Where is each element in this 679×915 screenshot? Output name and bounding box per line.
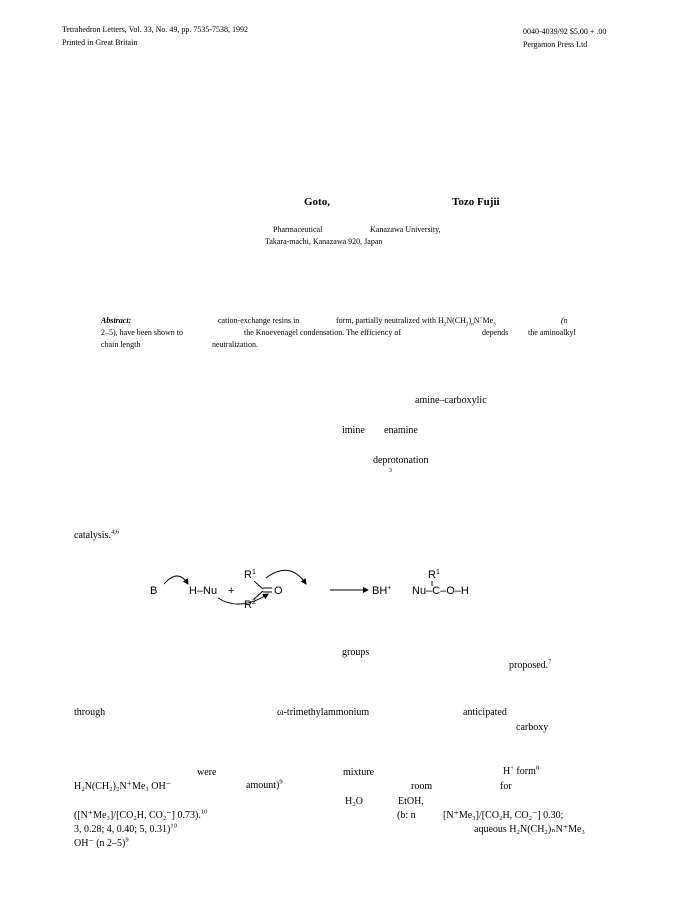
curved-arrow-base [163,575,189,585]
affiliation-univ: Kanazawa University, [370,225,441,234]
curved-arrow-carbonyl [265,569,307,585]
abstract-line2-a: 2–5), have been shown to [101,328,183,337]
text-deprotonation: deprotonation [373,455,429,466]
reaction-scheme: B H–Nu + R1 R2 O BH+ R1 Nu–C–O–H [150,569,469,611]
scheme-product-r1: R1 [428,569,440,581]
article-code: 0040-4039/92 $5.00 + .00 [523,27,607,36]
scheme-plus: + [228,585,234,597]
text-ratio-b: [N⁺Me₃]/[CO₂H, CO₂⁻] 0.30; [443,810,564,821]
text-h2o: H₂O [345,796,363,807]
text-enamine: enamine [384,425,418,436]
affiliation-address: Takara-machi, Kanazawa 920, Japan [265,237,383,246]
text-amount: amount)9 [246,778,283,791]
abstract-line1-b: form, partially neutralized with H2N(CH2… [336,315,496,328]
abstract-line3-a: chain length [101,340,141,349]
scheme-r1: R1 [244,569,256,581]
scheme-bh: BH+ [372,585,391,597]
abstract-label: Abstract: [101,316,132,325]
text-mixture: mixture [343,767,375,778]
publisher: Pergamon Press Ltd [523,40,588,49]
text-ratio-values: 3, 0.28; 4, 0.40; 5, 0.31)10 [74,822,177,835]
printed-line: Printed in Great Britain [62,38,138,47]
text-etoh: EtOH, [398,796,424,807]
ref-3: 3 [389,468,392,474]
scheme-r2: R2 [244,599,256,611]
scheme-oxygen: O [274,585,283,597]
curved-arrow-nu [217,593,269,605]
journal-citation: Tetrahedron Letters, Vol. 33, No. 49, pp… [62,25,249,34]
abstract-line2-c: depends [482,328,509,337]
abstract-line1-n: (n [561,316,568,325]
bond-r2-c [253,590,264,600]
text-for: for [500,781,512,792]
affiliation-dept: Pharmaceutical [273,225,323,234]
abstract-line1-a: cation-exchange resins in [218,316,300,325]
author-fujii: Tozo Fujii [452,196,500,208]
abstract-line2-b: the Knoevenagel condensation. The effici… [244,328,401,337]
abstract-line2-d: the aminoalkyl [528,328,576,337]
scheme-nucleophile: H–Nu [189,585,217,597]
text-catalysis: catalysis.4,6 [74,528,120,541]
text-anticipated: anticipated [463,707,507,718]
text-h-form: H+ form8 [503,764,540,777]
text-ratio-b-label: (b: n [397,810,416,821]
text-groups: groups [342,647,370,658]
text-amine-carboxylic: amine–carboxylic [415,395,487,406]
text-carboxy: carboxy [516,722,549,733]
text-reagent-formula: H₂N(CH₂)₂N⁺Me₃ OH⁻ [74,781,171,792]
abstract-line3-b: neutralization. [212,340,258,349]
text-through: through [74,707,106,718]
text-proposed: proposed.7 [509,658,552,671]
text-room: room [411,781,433,792]
text-imine: imine [342,425,365,436]
text-ratio-a: ([N⁺Me₃]/[CO₂H, CO₂⁻] 0.73).10 [74,808,208,821]
scheme-base: B [150,585,157,597]
text-omega-trimethylammonium: ω-trimethylammonium [277,707,370,718]
bond-r1-c [253,580,264,590]
author-goto: Goto, [304,196,330,208]
scheme-product: Nu–C–O–H [412,585,469,597]
text-hydroxide: OH⁻ (n 2–5)9 [74,836,129,849]
text-were: were [197,767,217,778]
text-aqueous-reagent: aqueous H₂N(CH₂)ₙN⁺Me₃ [474,824,585,835]
